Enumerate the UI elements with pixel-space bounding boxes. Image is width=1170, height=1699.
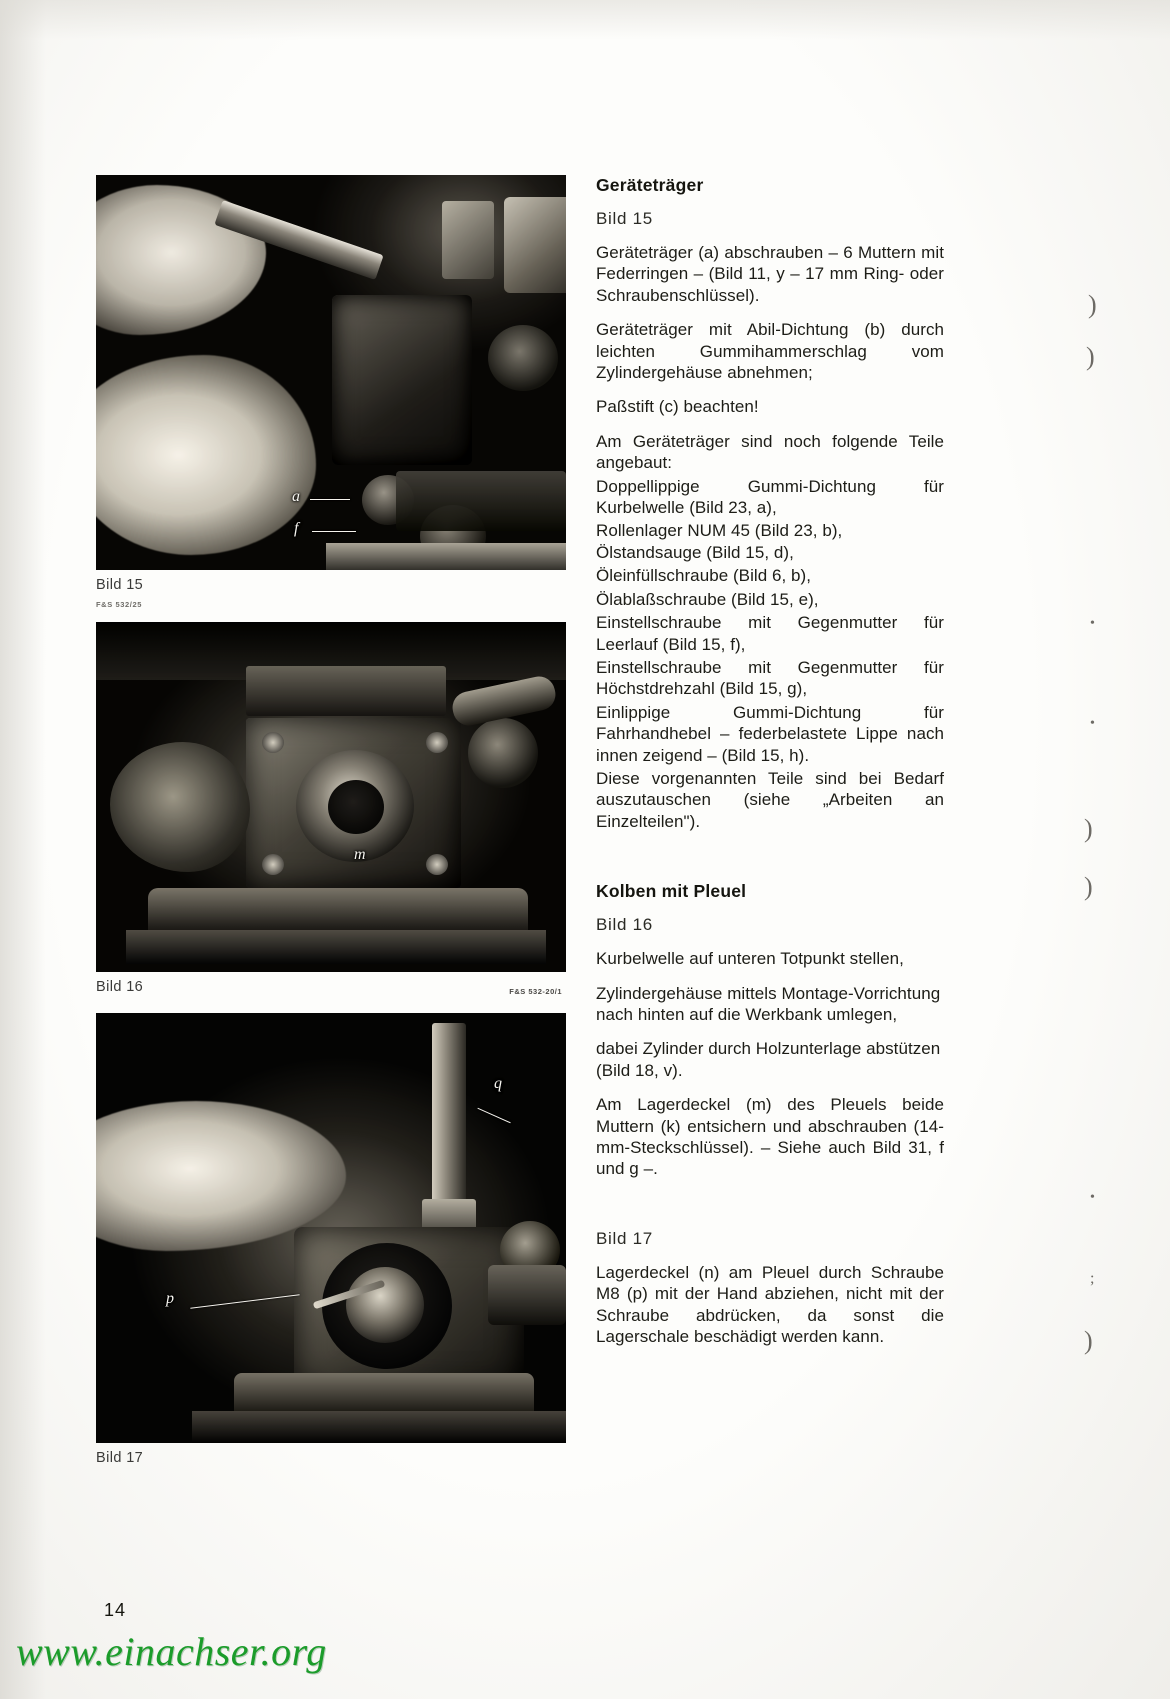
paragraph-passstift: Paßstift (c) beachten! xyxy=(596,397,759,417)
margin-mark-0: ) xyxy=(1088,290,1097,319)
photo-bild-17: q p xyxy=(96,1013,566,1443)
site-watermark: www.einachser.org xyxy=(16,1629,327,1674)
page-number: 14 xyxy=(104,1600,127,1620)
figure-code-bild-17: F&S 532-20/1 xyxy=(509,987,562,996)
margin-mark-2: • xyxy=(1090,616,1095,631)
leader-line-f xyxy=(312,531,356,533)
scan-edge-left xyxy=(0,0,46,1699)
photo-label-a: a xyxy=(292,488,300,505)
text-column: Geräteträger Bild 15 Geräteträger (a) ab… xyxy=(596,175,944,1360)
paragraph-teile-austauschen: Diese vorgenannten Teile sind bei Bedarf… xyxy=(596,768,944,831)
figure-bild-16: m Bild 16 xyxy=(96,622,566,995)
photo-label-p: p xyxy=(166,1290,174,1307)
margin-mark-7: ; xyxy=(1090,1270,1095,1287)
figure-code-bild-15: F&S 532/25 xyxy=(96,600,143,609)
margin-mark-8: ) xyxy=(1084,1326,1093,1355)
parts-list-item-rollenlager: Rollenlager NUM 45 (Bild 23, b), Ölstand… xyxy=(596,521,843,562)
margin-mark-5: ) xyxy=(1084,872,1093,901)
figure-caption-bild-17: Bild 17 xyxy=(96,1450,144,1466)
margin-scan-artifacts: ) ) • • ) ) • ; ) xyxy=(1078,280,1118,1400)
photo-bild-16: m xyxy=(96,622,566,972)
paragraph-zylindergehaeuse-umlegen: Zylindergehäuse mittels Montage-Vorricht… xyxy=(596,983,941,1024)
photo-label-q: q xyxy=(494,1075,502,1092)
paragraph-zylinder-abstuetzen: dabei Zylinder durch Holzunterlage abstü… xyxy=(596,1039,941,1080)
margin-mark-6: • xyxy=(1090,1190,1095,1205)
photo-label-f: f xyxy=(294,520,299,537)
parts-list-item-einlippige: Einlippige Gummi-Dichtung für Fahrhandhe… xyxy=(596,702,944,765)
scan-edge-top xyxy=(0,0,1170,40)
margin-mark-1: ) xyxy=(1086,342,1095,371)
parts-list-item-oeleinfuellschraube: Öleinfüllschraube (Bild 6, b), xyxy=(596,566,812,586)
section-bild-ref-17: Bild 17 xyxy=(596,1228,653,1248)
section-spacer-2 xyxy=(596,1193,944,1229)
margin-mark-3: • xyxy=(1090,716,1095,731)
margin-mark-4: ) xyxy=(1084,814,1093,843)
photo-label-m: m xyxy=(354,846,366,863)
figure-column: a f g e Bild 15 F&S 532/25 xyxy=(96,175,566,1466)
parts-list-item-oelablassschraube: Ölablaßschraube (Bild 15, e), xyxy=(596,589,819,609)
section-heading-kolben-mit-pleuel: Kolben mit Pleuel xyxy=(596,881,747,902)
parts-list-item-einstellschraube-leerlauf: Einstellschraube mit Gegenmutter für Lee… xyxy=(596,613,944,654)
figure-caption-bild-16: Bild 16 xyxy=(96,979,144,995)
figure-bild-17: F&S 532-20/1 xyxy=(96,987,566,1466)
section-bild-ref-16: Bild 16 xyxy=(596,915,653,935)
paragraph-geraetetraeger-abschrauben: Geräteträger (a) abschrauben – 6 Muttern… xyxy=(596,243,944,305)
parts-list-item-einstellschraube-hoechstdrehzahl: Einstellschraube mit Gegenmutter für Höc… xyxy=(596,657,944,699)
paragraph-abil-dichtung: Geräteträger mit Abil-Dichtung (b) durch… xyxy=(596,320,944,383)
section-heading-geraetetraeger: Geräteträger xyxy=(596,175,704,195)
photo-bild-15: a f g e xyxy=(96,175,566,570)
figure-caption-bild-15: Bild 15 xyxy=(96,577,144,593)
paragraph-angebaute-teile-intro: Am Geräteträger sind noch folgende Teile… xyxy=(596,431,944,473)
figure-bild-15: a f g e Bild 15 F&S 532/25 xyxy=(96,175,566,609)
leader-line-a xyxy=(310,499,350,501)
parts-list-item-doppellippige: Doppellippige Gummi-Dichtung für Kurbelw… xyxy=(596,476,944,518)
section-spacer-1 xyxy=(596,845,944,881)
paragraph-lagerdeckel-muttern: Am Lagerdeckel (m) des Pleuels beide Mut… xyxy=(596,1095,944,1179)
paragraph-kurbelwelle-totpunkt: Kurbelwelle auf unteren Totpunkt stellen… xyxy=(596,949,904,969)
paragraph-lagerdeckel-abziehen: Lagerdeckel (n) am Pleuel durch Schraube… xyxy=(596,1262,944,1347)
section-bild-ref-15: Bild 15 xyxy=(596,209,653,228)
